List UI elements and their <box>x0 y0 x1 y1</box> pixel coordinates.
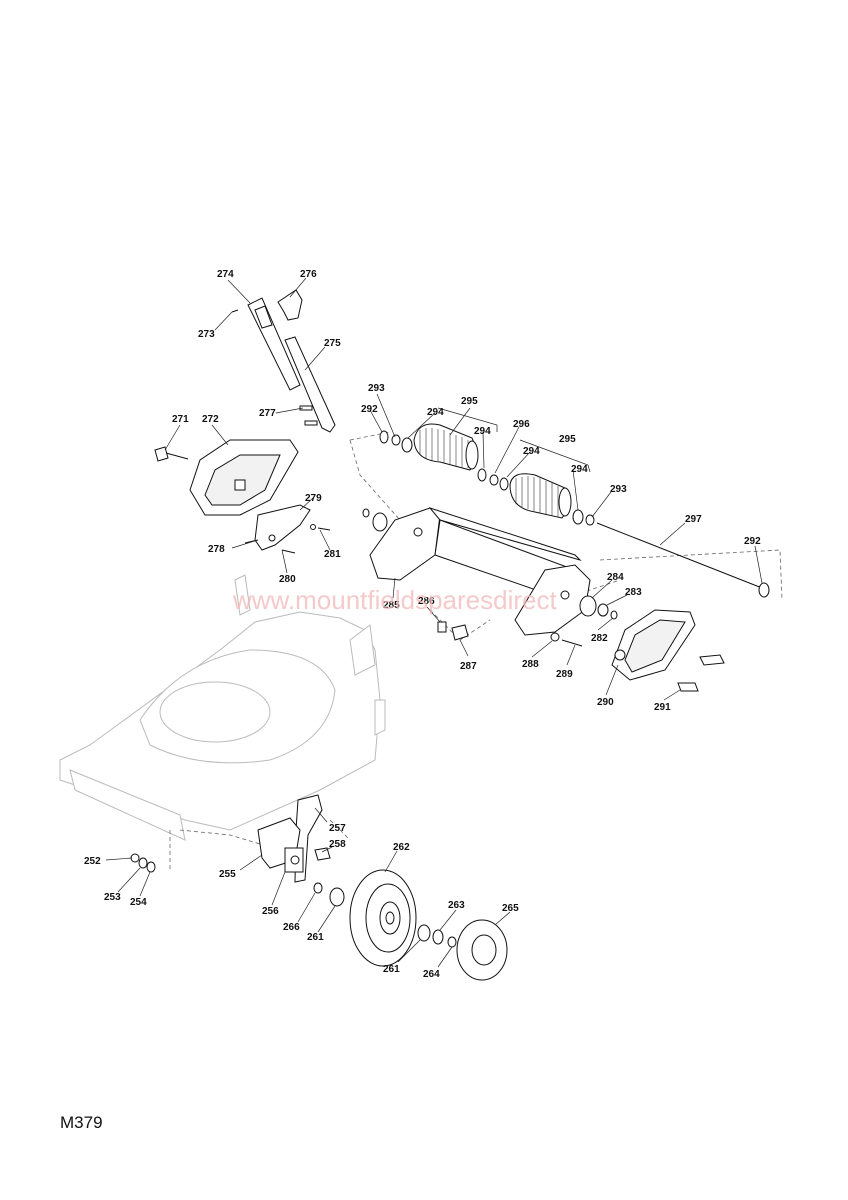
watermark: www.mountfieldsparesdirect <box>232 585 557 615</box>
part-label-274: 274 <box>217 269 234 280</box>
part-label-262: 262 <box>393 842 410 853</box>
part-label-286: 286 <box>418 596 435 607</box>
part-label-261-left: 261 <box>307 932 324 943</box>
part-label-292-right: 292 <box>744 536 761 547</box>
part-label-295-b: 295 <box>559 434 576 445</box>
part-labels: 274 276 273 275 271 272 277 279 278 280 … <box>84 269 761 980</box>
part-label-294-d: 294 <box>571 464 588 475</box>
mower-deck-outline <box>59 574 386 841</box>
part-label-293-right: 293 <box>610 484 627 495</box>
part-label-297: 297 <box>685 514 702 525</box>
part-label-283: 283 <box>625 587 642 598</box>
rear-bracket <box>244 504 331 554</box>
part-label-280: 280 <box>279 574 296 585</box>
part-label-276: 276 <box>300 269 317 280</box>
part-label-263: 263 <box>448 900 465 911</box>
part-label-265: 265 <box>502 903 519 914</box>
part-label-294-c: 294 <box>523 446 540 457</box>
part-label-284: 284 <box>607 572 624 583</box>
part-label-287: 287 <box>460 661 477 672</box>
part-label-290: 290 <box>597 697 614 708</box>
part-label-288: 288 <box>522 659 539 670</box>
part-label-281: 281 <box>324 549 341 560</box>
part-label-258: 258 <box>329 839 346 850</box>
part-label-273: 273 <box>198 329 215 340</box>
part-label-294-a: 294 <box>427 407 444 418</box>
part-label-252: 252 <box>84 856 101 867</box>
page-code: M379 <box>60 1113 103 1132</box>
part-label-261-right: 261 <box>383 964 400 975</box>
part-label-272: 272 <box>202 414 219 425</box>
part-label-275: 275 <box>324 338 341 349</box>
part-label-277: 277 <box>259 408 276 419</box>
height-adjust-lever-assembly <box>231 289 336 433</box>
part-label-279: 279 <box>305 493 322 504</box>
part-label-295-a: 295 <box>461 396 478 407</box>
part-label-278: 278 <box>208 544 225 555</box>
part-label-254: 254 <box>130 897 147 908</box>
part-label-289: 289 <box>556 669 573 680</box>
part-label-256: 256 <box>262 906 279 917</box>
roller-pin <box>437 621 469 641</box>
part-label-292-left: 292 <box>361 404 378 415</box>
leader-lines <box>105 277 763 968</box>
part-label-282: 282 <box>591 633 608 644</box>
right-side-parts <box>550 595 725 692</box>
part-label-255: 255 <box>219 869 236 880</box>
part-label-257: 257 <box>329 823 346 834</box>
part-label-264: 264 <box>423 969 440 980</box>
part-label-271: 271 <box>172 414 189 425</box>
part-label-296: 296 <box>513 419 530 430</box>
part-label-253: 253 <box>104 892 121 903</box>
part-label-285: 285 <box>383 600 400 611</box>
left-side-cover <box>154 439 299 516</box>
part-label-291: 291 <box>654 702 671 713</box>
part-label-293-left: 293 <box>368 383 385 394</box>
front-wheel-assembly <box>130 794 508 981</box>
roller-frame <box>362 506 591 636</box>
rear-roller-assembly <box>379 423 770 598</box>
part-label-294-b: 294 <box>474 426 491 437</box>
part-label-266: 266 <box>283 922 300 933</box>
